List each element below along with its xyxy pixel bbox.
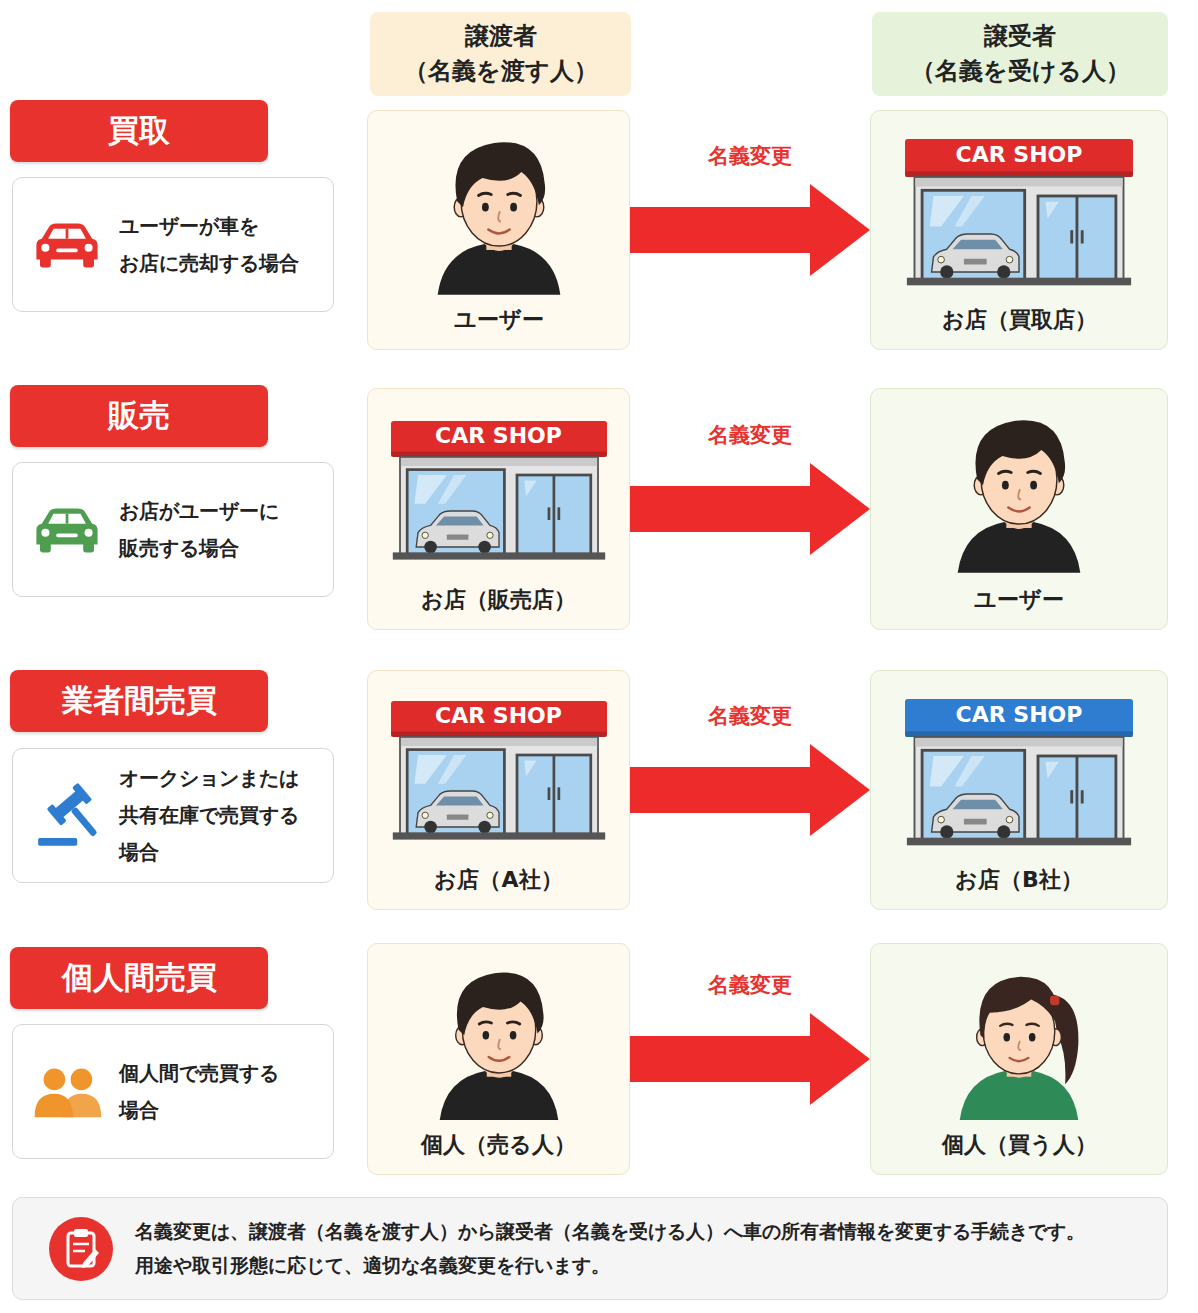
people-figure — [35, 1068, 102, 1117]
transfer-arrow — [630, 463, 870, 555]
edge-label: 名義変更 — [704, 972, 796, 999]
description-box: ユーザーが車を お店に売却する場合 — [12, 177, 334, 312]
man-figure — [439, 973, 558, 1120]
category-tag: 個人間売買 — [10, 947, 268, 1009]
transfer-arrow — [630, 1013, 870, 1105]
car-figure — [36, 223, 97, 267]
transferor-panel: ユーザー — [367, 110, 630, 350]
shop-sign-text: CAR SHOP — [905, 139, 1133, 171]
man-illustration — [946, 407, 1092, 573]
transferor-panel: お店（A社） CAR SHOP — [367, 670, 630, 910]
car-illustration — [31, 218, 103, 272]
transfer-arrow — [630, 184, 870, 276]
node-text: ユーザーが車を お店に売却する場合 — [119, 208, 319, 282]
edge-label: 名義変更 — [704, 703, 796, 730]
shop-sign-text: CAR SHOP — [905, 699, 1133, 731]
node-text: お店（買取店） — [942, 306, 1097, 335]
node-text: 個人（売る人） — [421, 1131, 576, 1160]
category-tag: 販売 — [10, 385, 268, 447]
node-text: 個人間で売買する 場合 — [119, 1055, 319, 1129]
clip-illustration — [49, 1217, 113, 1281]
node-text: 譲渡者 — [465, 19, 537, 54]
man-figure — [437, 142, 560, 294]
note-box: 名義変更は、譲渡者（名義を渡す人）から譲受者（名義を受ける人）へ車の所有者情報を… — [12, 1197, 1168, 1300]
man-illustration — [426, 129, 572, 295]
man-illustration — [428, 960, 570, 1120]
node-text: 個人（買う人） — [942, 1131, 1097, 1160]
clip-figure — [49, 1217, 113, 1281]
node-text: お店がユーザーに 販売する場合 — [119, 493, 319, 567]
gavel-illustration — [33, 782, 101, 850]
node-text: ユーザー — [974, 586, 1064, 615]
transferor-panel: 個人（売る人） — [367, 943, 630, 1175]
description-box: 個人間で売買する 場合 — [12, 1024, 334, 1159]
node-text: お店（B社） — [955, 866, 1083, 895]
car-figure — [36, 508, 97, 552]
edge-label: 名義変更 — [704, 422, 796, 449]
category-tag: 買取 — [10, 100, 268, 162]
node-text: お店（A社） — [434, 866, 562, 895]
node-text: お店（販売店） — [421, 586, 576, 615]
shop-sign-text: CAR SHOP — [391, 421, 607, 452]
node-text: オークションまたは 共有在庫で売買する 場合 — [119, 760, 319, 871]
category-tag: 業者間売買 — [10, 670, 268, 732]
edge-label: 名義変更 — [704, 143, 796, 170]
node-text: 譲受者 — [984, 19, 1056, 54]
column-header: 譲渡者（名義を渡す人） — [370, 12, 631, 96]
transferee-panel: お店（買取店） CAR SHOP — [870, 110, 1168, 350]
node-text: 個人間売買 — [62, 959, 217, 996]
shop-sign-text: CAR SHOP — [391, 701, 607, 732]
people-illustration — [31, 1063, 103, 1121]
transferor-panel: お店（販売店） CAR SHOP — [367, 388, 630, 630]
transfer-arrow — [630, 744, 870, 836]
description-box: オークションまたは 共有在庫で売買する 場合 — [12, 748, 334, 883]
node-text: ユーザー — [454, 306, 544, 335]
transferee-panel: 個人（買う人） — [870, 943, 1168, 1175]
shop-figure — [905, 699, 1133, 845]
description-box: お店がユーザーに 販売する場合 — [12, 462, 334, 597]
transferee-panel: ユーザー — [870, 388, 1168, 630]
car-illustration — [31, 503, 103, 557]
gavel-figure — [38, 782, 111, 847]
woman-illustration — [948, 960, 1090, 1120]
node-text: 買取 — [108, 112, 170, 149]
node-text: （名義を受ける人） — [911, 54, 1130, 89]
node-text: 業者間売買 — [62, 682, 217, 719]
node-text: （名義を渡す人） — [404, 54, 598, 89]
shop-figure — [391, 421, 607, 560]
woman-figure — [960, 977, 1079, 1120]
column-header: 譲受者（名義を受ける人） — [872, 12, 1168, 96]
shop-figure — [391, 701, 607, 840]
man-figure — [958, 420, 1081, 572]
transferee-panel: お店（B社） CAR SHOP — [870, 670, 1168, 910]
shop-figure — [905, 139, 1133, 285]
node-text: 販売 — [108, 397, 170, 434]
node-text: 名義変更は、譲渡者（名義を渡す人）から譲受者（名義を受ける人）へ車の所有者情報を… — [135, 1215, 1155, 1282]
